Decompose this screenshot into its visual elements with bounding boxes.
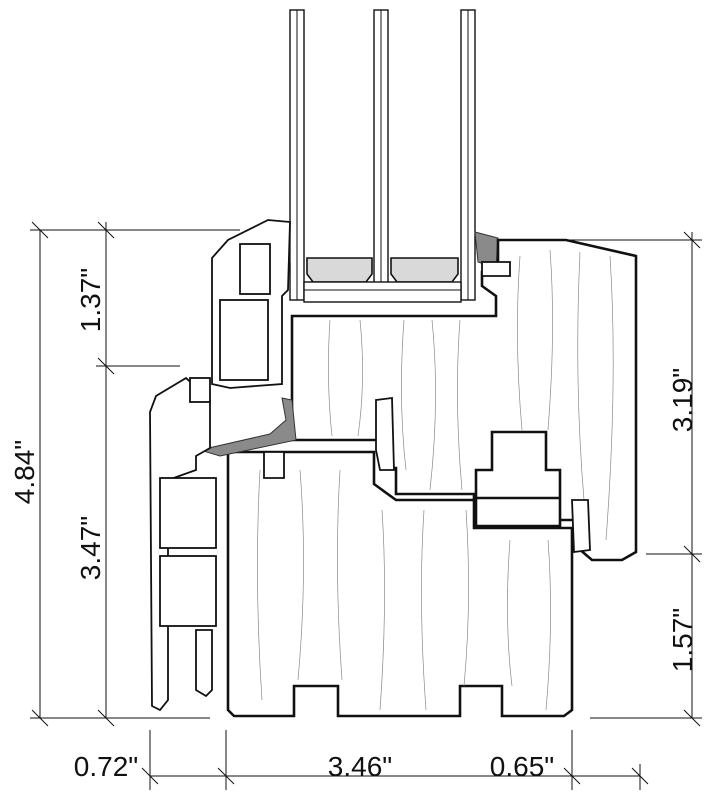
sash-wood (290, 238, 638, 562)
sash-clad-chamber (219, 299, 269, 381)
sash-clad-clip (239, 243, 271, 295)
spacer-right (390, 257, 459, 283)
spacer-left (306, 257, 373, 283)
dim-bottom-right: 0.65" (490, 751, 554, 782)
triple-glazing (269, 9, 499, 303)
frame-clad-chamber-1 (159, 477, 217, 549)
dim-right-upper: 3.19" (667, 368, 698, 432)
gaskets (198, 261, 591, 554)
dim-right-lower: 1.57" (667, 608, 698, 672)
dim-overall-height: 4.84" (9, 440, 40, 504)
inner-seal (571, 499, 591, 554)
frame-clad-foot (195, 629, 213, 698)
frame-gasket (263, 451, 285, 479)
weather-seal (198, 397, 297, 457)
center-seal (375, 396, 395, 471)
dimension-lines (30, 221, 702, 790)
frame-profile (226, 450, 574, 718)
dimension-labels: 4.84" 1.37" 3.47" 3.19" 1.57" 0.72" 3.46… (9, 268, 698, 782)
dim-lower-height: 3.47" (75, 516, 106, 580)
dim-upper-height: 1.37" (75, 268, 106, 332)
sash-clip (481, 261, 511, 277)
edge-seal (303, 281, 462, 303)
dim-bottom-middle: 3.46" (328, 751, 392, 782)
frame-wood (226, 450, 574, 718)
frame-clad-chamber-2 (159, 555, 217, 627)
dim-bottom-left: 0.72" (74, 751, 138, 782)
sash-profile (290, 238, 638, 562)
frame-clad-clip (189, 377, 211, 403)
aluminium-cladding (149, 219, 291, 712)
